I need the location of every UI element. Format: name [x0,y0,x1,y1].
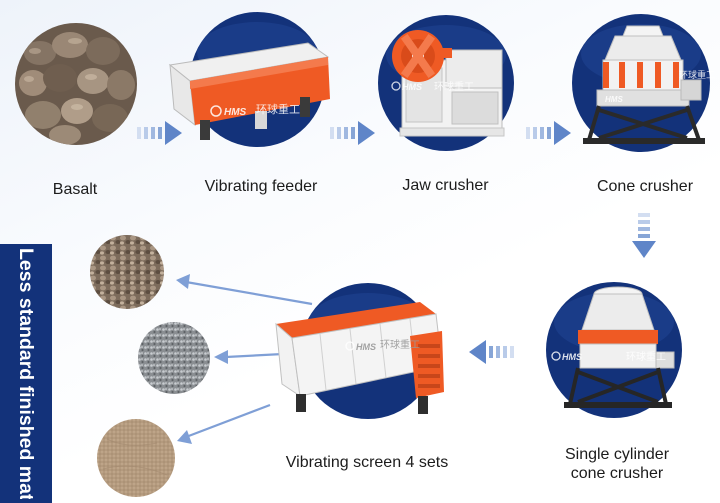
arrow-cone-to-single-cylinder [632,213,656,258]
vibrating-feeder-machine: HMS 环球重工 [168,42,330,140]
label-single-cylinder-line1: Single cylinder [564,446,670,463]
label-single-cylinder-line2: cone crusher [570,465,664,482]
label-vibrating-screen: Vibrating screen 4 sets [285,454,449,471]
brand-logo-screen: HMS [356,342,376,352]
medium-aggregate-image [138,322,210,394]
brand-name-cone: 环球重工 [679,69,715,81]
arrow-basalt-to-feeder [137,121,182,145]
brand-logo-single-cylinder: HMS [562,352,582,362]
single-cylinder-cone-crusher-machine: HMS 环球重工 [551,286,675,408]
brand-name-screen: 环球重工 [380,338,420,351]
label-cone-crusher: Cone crusher [596,178,694,195]
brand-name-jaw: 环球重工 [434,80,474,93]
jaw-crusher-machine: HMS 环球重工 [391,30,505,137]
basalt-image [15,23,137,145]
side-label-bar: Less standard finished material [0,244,52,503]
arrow-screen-to-coarse [176,274,313,306]
side-label-text: Less standard finished material [15,248,37,499]
brand-logo-cone: HMS [605,95,623,104]
arrow-jaw-to-cone [526,121,571,145]
brand-name-feeder: 环球重工 [256,102,300,116]
vibrating-screen-machine: HMS 环球重工 [275,302,444,414]
arrow-single-cylinder-to-screen [469,340,514,364]
brand-logo-feeder: HMS [224,107,247,118]
brand-name-single-cylinder: 环球重工 [626,350,666,363]
arrow-screen-to-fine [177,403,271,444]
brand-logo-jaw: HMS [402,82,422,92]
fine-sand-image [97,419,175,497]
label-basalt: Basalt [52,181,98,198]
cone-crusher-machine: HMS 环球重工 [583,25,715,144]
arrow-screen-to-medium [214,350,284,364]
coarse-aggregate-image [90,235,164,309]
arrow-feeder-to-jaw [330,121,375,145]
label-jaw-crusher: Jaw crusher [402,177,489,194]
label-vibrating-feeder: Vibrating feeder [204,178,318,195]
